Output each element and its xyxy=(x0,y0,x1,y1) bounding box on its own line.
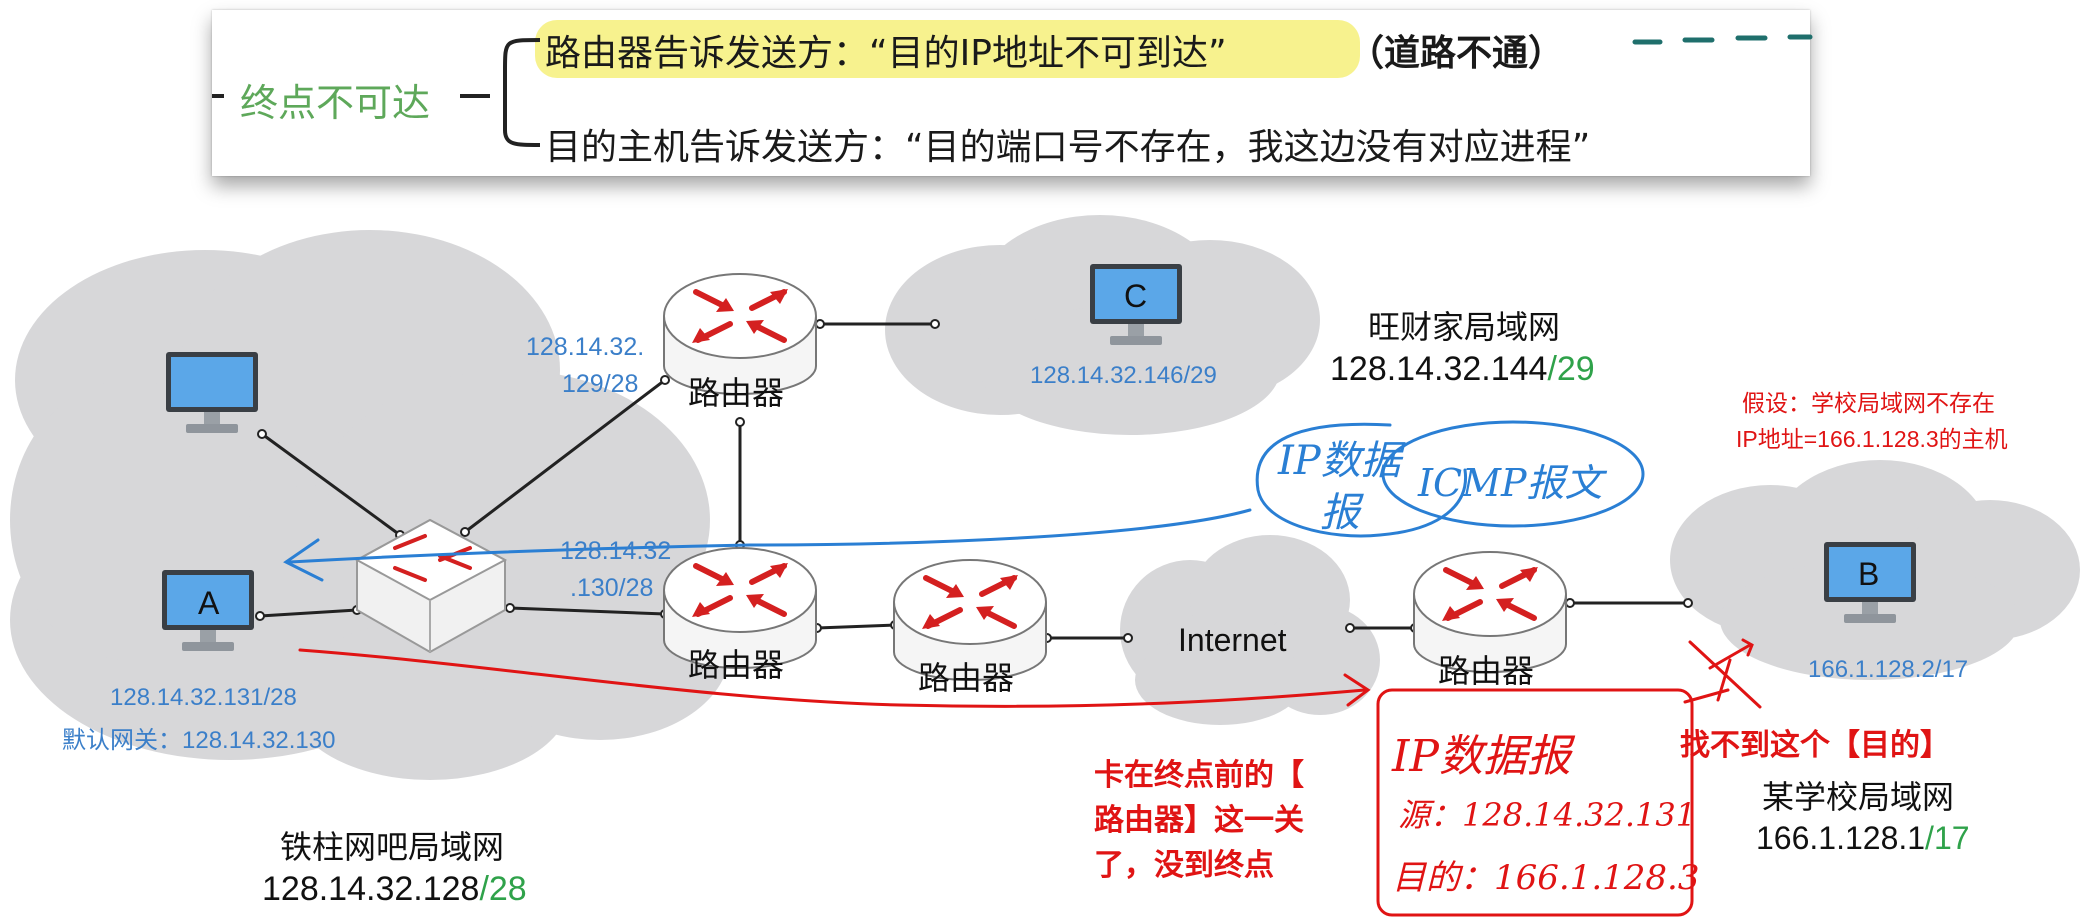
lan-school-address: 166.1.128.1/17 xyxy=(1756,820,1970,856)
stuck-line3: 了，没到终点 xyxy=(1094,849,1274,882)
lan-wangcai-address: 128.14.32.144/29 xyxy=(1330,350,1595,388)
packet-destination: 目的：166.1.128.3 xyxy=(1392,858,1700,898)
router-top-iface-line2: 129/28 xyxy=(562,370,639,398)
host-b-ip: 166.1.128.2/17 xyxy=(1808,656,1969,683)
assumption-line2: IP地址=166.1.128.3的主机 xyxy=(1736,426,2008,452)
icmp-datagram-label-1: IP数据 xyxy=(1278,438,1401,484)
router-border-label: 路由器 xyxy=(1438,653,1535,689)
packet-title: IP数据报 xyxy=(1392,731,1571,782)
stuck-line1: 卡在终点前的【 xyxy=(1094,759,1304,792)
summary-line-router-note: （道路不通） xyxy=(1348,33,1565,74)
stuck-line2: 路由器】这一关 xyxy=(1094,804,1304,837)
lan-teacher-name: 铁柱网吧局域网 xyxy=(280,829,505,865)
lan-school-name: 某学校局域网 xyxy=(1762,779,1955,815)
not-found-label: 找不到这个【目的】 xyxy=(1680,729,1950,762)
category-label: 终点不可达 xyxy=(240,81,431,125)
router-middle-label: 路由器 xyxy=(918,660,1015,696)
host-a-label: A xyxy=(198,585,220,621)
packet-forward-path xyxy=(298,638,1762,917)
icmp-message-label: ICMP报文 xyxy=(1418,461,1603,505)
cloud-school-lan xyxy=(1670,460,2080,680)
icmp-return-path xyxy=(283,420,1645,582)
host-a-ip: 128.14.32.131/28 xyxy=(110,684,297,711)
internet-label: Internet xyxy=(1178,622,1287,658)
host-c-ip: 128.14.32.146/29 xyxy=(1030,362,1217,389)
icmp-datagram-label-2: 报 xyxy=(1320,490,1360,536)
host-a-gateway: 默认网关：128.14.32.130 xyxy=(62,727,336,754)
router-top-label: 路由器 xyxy=(688,375,785,411)
host-b-label: B xyxy=(1858,556,1880,592)
network-links xyxy=(259,322,1688,640)
router-mid-iface-line1: 128.14.32 xyxy=(560,537,672,565)
highlight-marker xyxy=(535,20,1360,78)
router-top-iface-line1: 128.14.32. xyxy=(526,333,645,361)
router-mid-iface-line2: .130/28 xyxy=(570,574,654,602)
cloud-wangcai-lan xyxy=(885,215,1320,435)
lan-teacher-address: 128.14.32.128/28 xyxy=(262,870,527,908)
summary-line-router: 路由器告诉发送方：“目的IP地址不可到达” xyxy=(545,33,1227,74)
host-c-label: C xyxy=(1124,278,1148,314)
packet-source: 源：128.14.32.131 xyxy=(1398,796,1697,834)
lan-wangcai-name: 旺财家局域网 xyxy=(1368,309,1561,345)
assumption-line1: 假设：学校局域网不存在 xyxy=(1742,390,1995,416)
summary-line-host: 目的主机告诉发送方：“目的端口号不存在，我这边没有对应进程” xyxy=(545,127,1591,168)
router-mid-label: 路由器 xyxy=(688,647,785,683)
